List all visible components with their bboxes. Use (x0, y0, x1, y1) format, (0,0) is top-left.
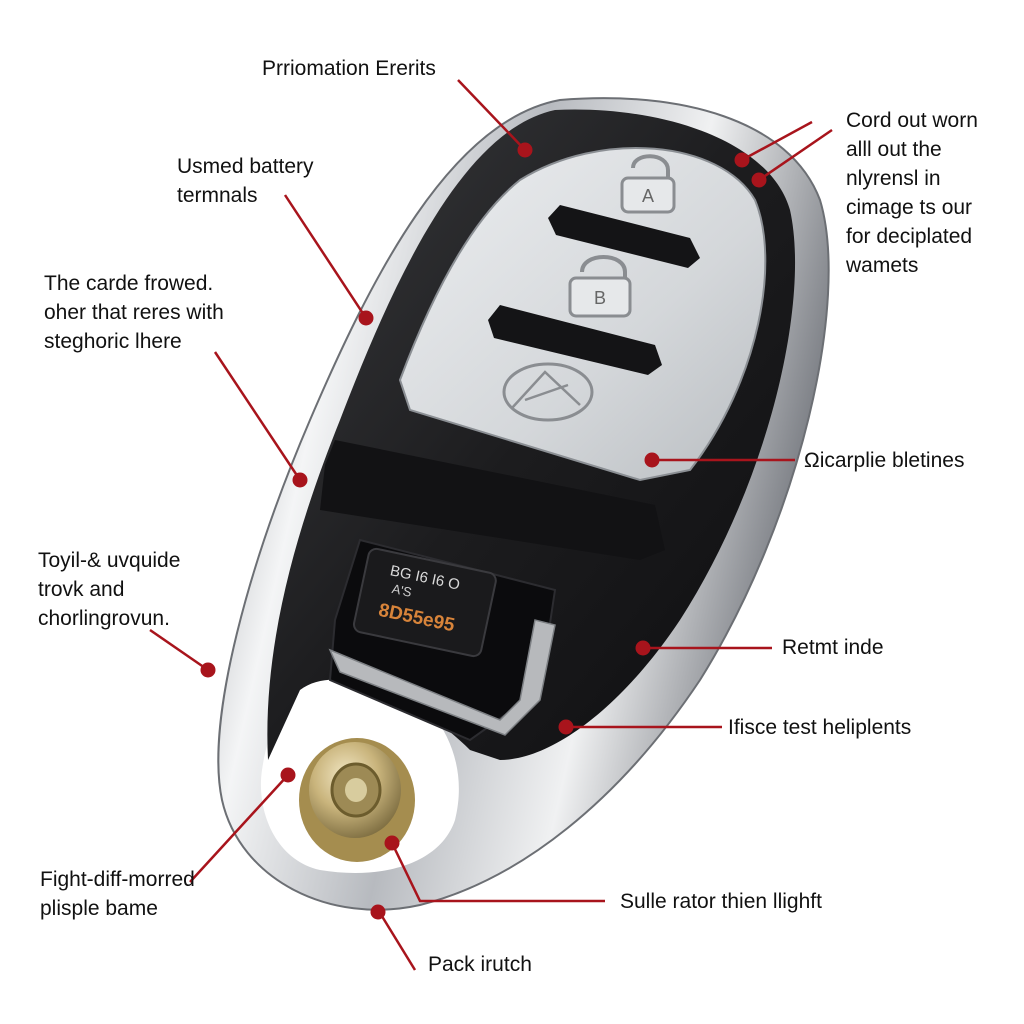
label-top-center: Prriomation Ererits (262, 54, 436, 83)
button-divider-1 (548, 205, 700, 268)
unlock-glyph: B (594, 288, 606, 308)
label-line: wamets (846, 254, 919, 277)
label-right-4: Ifisce test heliplents (728, 713, 911, 742)
logo-button[interactable] (502, 362, 594, 422)
label-left-2: The carde frowed. oher that reres with s… (44, 269, 224, 356)
label-line: Sulle rator thien llighft (620, 890, 822, 913)
label-line: chorlingrovun. (38, 607, 170, 630)
battery-chip: BG I6 I6 O A'S 8D55e95 (352, 547, 497, 658)
label-line: cimage ts our (846, 196, 973, 219)
label-right-3: Retmt inde (782, 633, 884, 662)
button-divider-2 (488, 305, 662, 375)
label-line: steghoric lhere (44, 330, 182, 353)
label-line: The carde frowed. (44, 272, 214, 295)
label-right-2: Ωicarplie bletines (804, 446, 964, 475)
label-line: termnals (177, 184, 258, 207)
label-line: plisple bame (40, 897, 158, 920)
label-line: nlyrensl in (846, 167, 941, 190)
label-line: Toyil-& uvquide (38, 549, 181, 572)
label-right-1: Cord out worn alll out the nlyrensl in c… (846, 106, 978, 280)
lock-button[interactable]: A (620, 154, 676, 214)
label-left-4: Fight-diff-morred plisple bame (40, 865, 195, 923)
unlock-button[interactable]: B (568, 255, 632, 318)
battery-text-line-2: A'S (391, 581, 414, 600)
metal-clip (328, 619, 556, 736)
lock-icon: A (620, 154, 676, 214)
label-left-1: Usmed battery termnals (177, 152, 314, 210)
label-line: Fight-diff-morred (40, 868, 195, 891)
label-bottom-center: Pack irutch (428, 950, 532, 979)
label-right-5: Sulle rator thien llighft (620, 887, 822, 916)
label-line: Retmt inde (782, 636, 884, 659)
label-line: alll out the (846, 138, 942, 161)
label-line: oher that reres with (44, 301, 224, 324)
label-line: Ifisce test heliplents (728, 716, 912, 739)
label-line: Cord out worn (846, 109, 978, 132)
label-line: trovk and (38, 578, 125, 601)
label-line: Ωicarplie bletines (804, 449, 965, 472)
logo-icon (502, 362, 594, 422)
leader-dots (200, 142, 767, 920)
brass-fitting (299, 738, 415, 862)
label-line: Usmed battery (177, 155, 314, 178)
label-line: Pack irutch (428, 953, 532, 976)
label-left-3: Toyil-& uvquide trovk and chorlingrovun. (38, 546, 180, 633)
unlock-icon: B (568, 255, 632, 318)
lower-ridge (320, 440, 665, 560)
lock-glyph: A (642, 186, 654, 206)
label-line: for deciplated (846, 225, 973, 248)
label-line: Prriomation Ererits (262, 57, 436, 80)
leader-lines (149, 79, 833, 971)
